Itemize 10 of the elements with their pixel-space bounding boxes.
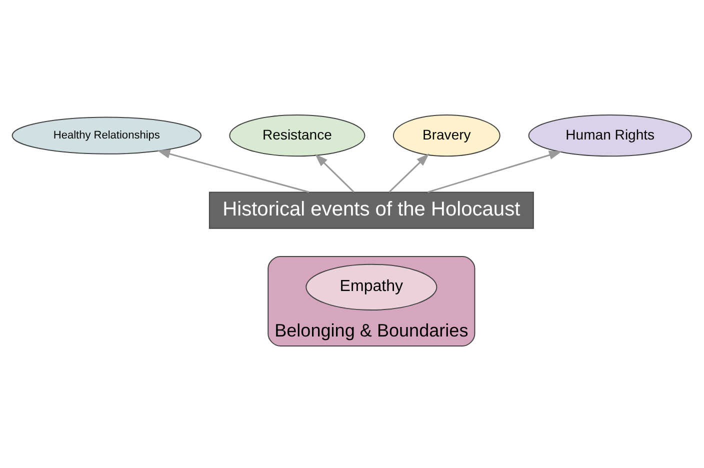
node-ellipse: Resistance: [229, 114, 366, 156]
arrow: [314, 153, 354, 192]
node-box: Historical events of the Holocaust: [208, 191, 534, 228]
arrow: [157, 148, 310, 192]
node-ellipse: Healthy Relationships: [12, 116, 202, 154]
node-ellipse: Empathy: [306, 263, 438, 310]
arrow: [427, 150, 562, 192]
arrow: [388, 152, 430, 192]
node-ellipse: Human Rights: [528, 114, 692, 156]
node-ellipse: Bravery: [392, 114, 500, 156]
